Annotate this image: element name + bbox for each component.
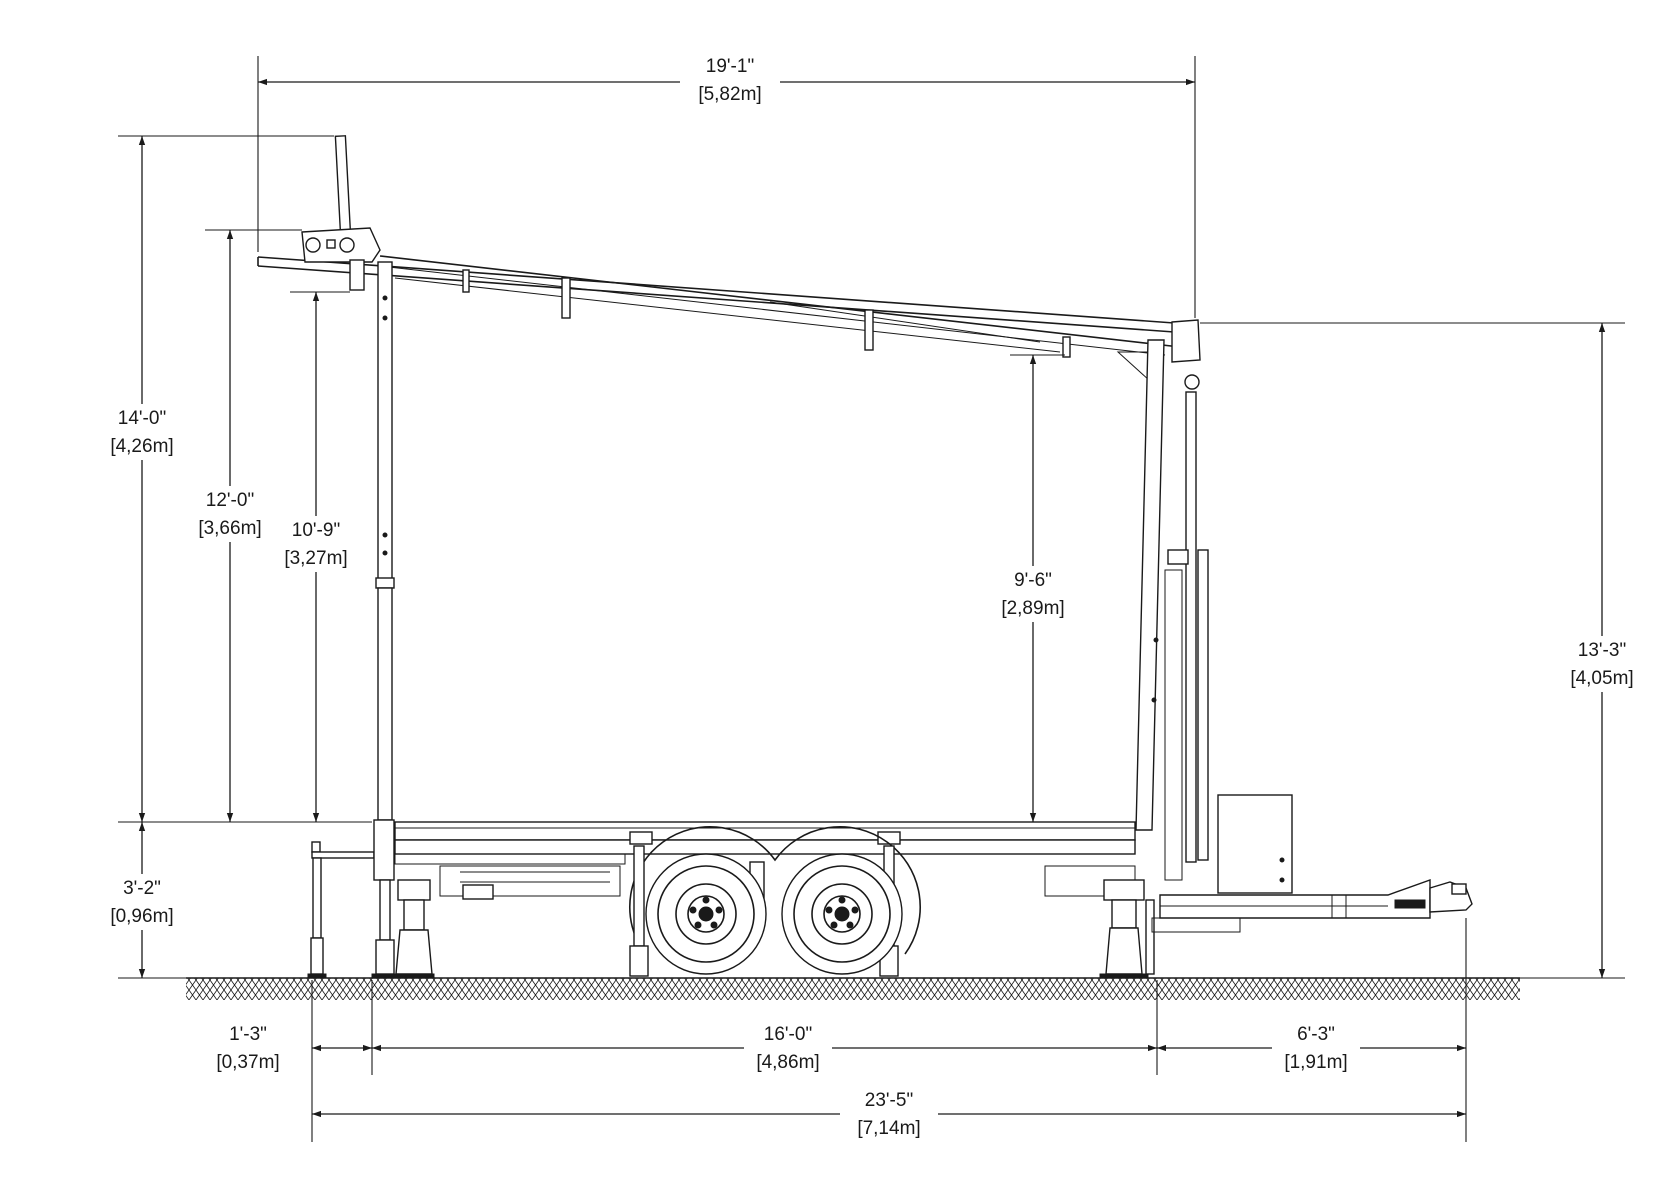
- dim-frame-height-metric: [3,66m]: [198, 518, 261, 539]
- equipment-box: [1217, 794, 1293, 894]
- dim-overall-height-imperial: 14'-0": [118, 408, 166, 429]
- dim-deck-height-metric: [0,96m]: [110, 906, 173, 927]
- dim-deck-length-imperial: 16'-0": [764, 1024, 812, 1045]
- dim-tongue-length-metric: [1,91m]: [1284, 1052, 1347, 1073]
- dim-front-height-metric: [4,05m]: [1570, 668, 1633, 689]
- dim-frame-height-imperial: 12'-0": [206, 490, 254, 511]
- dim-rear-clearance-metric: [3,27m]: [284, 548, 347, 569]
- dim-overall-height: 14'-0" [4,26m]: [102, 404, 182, 460]
- dim-front-clearance-metric: [2,89m]: [1001, 598, 1064, 619]
- dim-overall-span-imperial: 19'-1": [706, 56, 754, 77]
- dim-rear-clearance: 10'-9" [3,27m]: [278, 516, 354, 572]
- dim-front-clearance-imperial: 9'-6": [1014, 570, 1052, 591]
- dim-deck-height: 3'-2" [0,96m]: [102, 874, 182, 930]
- dim-overall-span: 19'-1" [5,82m]: [680, 52, 780, 106]
- dim-front-height-imperial: 13'-3": [1578, 640, 1626, 661]
- dim-rear-overhang: 1'-3" [0,37m]: [216, 1024, 279, 1073]
- trailer-deck: [394, 821, 1136, 900]
- dim-rear-overhang-metric: [0,37m]: [216, 1052, 279, 1073]
- dim-overall-height-metric: [4,26m]: [110, 436, 173, 457]
- dim-rear-overhang-imperial: 1'-3": [229, 1024, 267, 1045]
- wheel-front: [781, 853, 903, 975]
- front-stabilizer: [1099, 879, 1155, 979]
- front-column: [1135, 339, 1209, 881]
- dim-deck-height-imperial: 3'-2": [123, 878, 161, 899]
- dim-tongue-length: 6'-3" [1,91m]: [1272, 1020, 1360, 1076]
- extension-lines: [118, 56, 1625, 1142]
- wheel-rear: [645, 853, 767, 975]
- dim-overall-length-metric: [7,14m]: [857, 1118, 920, 1139]
- rear-column: [375, 261, 395, 821]
- rear-stabilizer: [307, 819, 435, 979]
- dim-overall-length-imperial: 23'-5": [865, 1090, 913, 1111]
- dim-deck-length-metric: [4,86m]: [756, 1052, 819, 1073]
- dim-front-height: 13'-3" [4,05m]: [1562, 636, 1642, 692]
- dim-frame-height: 12'-0" [3,66m]: [192, 486, 268, 542]
- dim-overall-length: 23'-5" [7,14m]: [840, 1086, 938, 1142]
- dim-overall-span-metric: [5,82m]: [698, 84, 761, 105]
- ground-hatch: [186, 977, 1520, 1000]
- dim-tongue-length-imperial: 6'-3": [1297, 1024, 1335, 1045]
- dim-front-clearance: 9'-6" [2,89m]: [995, 566, 1071, 622]
- canopy-frame: [257, 135, 1201, 392]
- dim-rear-clearance-imperial: 10'-9": [292, 520, 340, 541]
- dim-deck-length: 16'-0" [4,86m]: [744, 1020, 832, 1076]
- trailer-tongue: [1151, 879, 1473, 933]
